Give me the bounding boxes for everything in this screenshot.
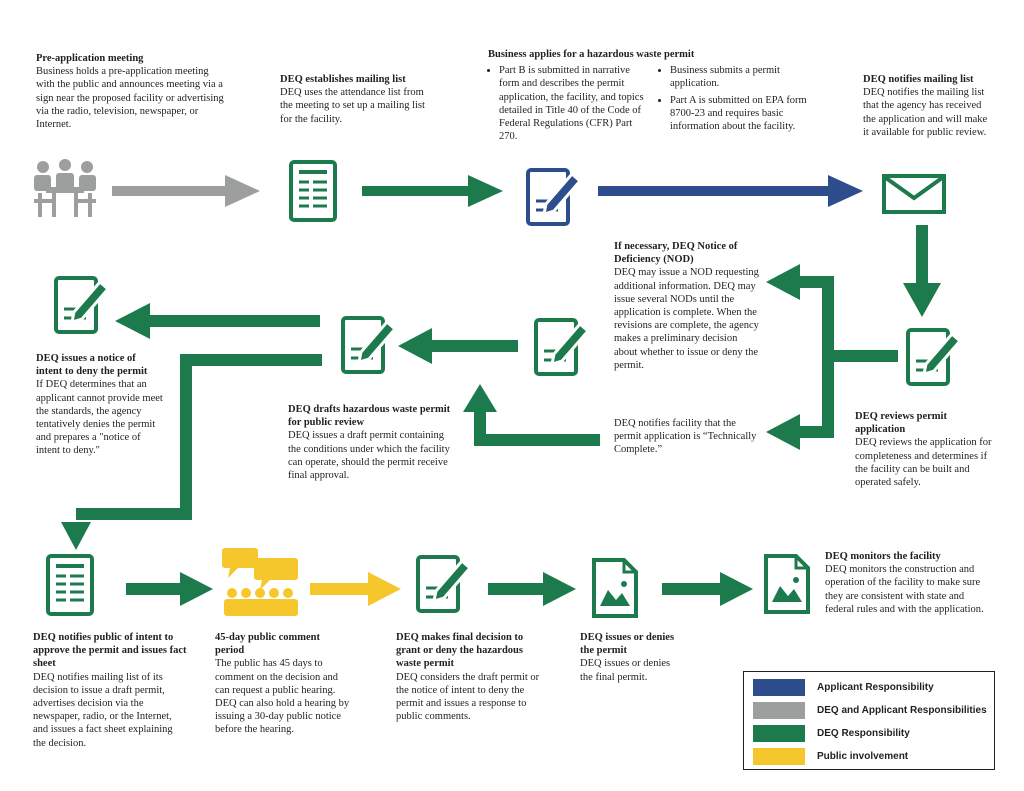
list-document-icon [46,554,94,616]
document-pen-icon [534,318,590,376]
legend-item-shared: DEQ and Applicant Responsibilities [753,702,987,719]
document-pen-icon [54,276,110,334]
step-drafts: DEQ drafts hazardous waste permit for pu… [288,403,458,482]
arrow-drafts-to-public-notice [61,354,322,550]
technically-complete-note: DEQ notifies facility that the permit ap… [614,418,757,456]
arrow-notifies-to-reviews [903,225,941,317]
legend-item-deq: DEQ Responsibility [753,725,910,742]
step-body: DEQ may issue a NOD requesting additiona… [614,267,759,371]
arrow-drafts-to-deny [115,303,320,339]
step-body: DEQ reviews the application for complete… [855,437,992,489]
arrow-complete-to-drafts [463,384,600,446]
step-body: The public has 45 days to comment on the… [215,658,350,736]
arrow-final-to-issues [488,572,576,606]
legend-label: Applicant Responsibility [817,682,934,693]
step-body: Business holds a pre-application meeting… [36,66,224,131]
step-deny: DEQ issues a notice of intent to deny th… [36,352,164,458]
arrow-preapp-to-mailing [112,175,260,207]
legend-label: DEQ Responsibility [817,728,910,739]
legend-swatch [753,679,805,696]
legend-item-public: Public involvement [753,748,908,765]
step-title: DEQ issues a notice of intent to deny th… [36,353,148,378]
step-title: DEQ notifies mailing list [863,74,974,85]
step-body: DEQ issues a draft permit containing the… [288,430,450,482]
step-reviews: DEQ reviews permit application DEQ revie… [855,410,995,489]
legend-label: DEQ and Applicant Responsibilities [817,705,987,716]
legend-label: Public involvement [817,751,909,762]
arrow-issues-to-monitors [662,572,753,606]
bullet-item: Business submits a permit application. [670,64,818,90]
step-preapp: Pre-application meeting Business holds a… [36,52,226,131]
step-applies: Business applies for a hazardous waste p… [488,48,818,146]
list-document-icon [289,160,337,222]
step-title: Pre-application meeting [36,53,144,64]
legend-swatch [753,748,805,765]
step-title: If necessary, DEQ Notice of Deficiency (… [614,241,738,266]
step-nod: If necessary, DEQ Notice of Deficiency (… [614,240,762,372]
step-issues: DEQ issues or denies the permit DEQ issu… [580,631,675,684]
document-pen-icon [341,316,397,374]
legend-swatch [753,702,805,719]
bullet-item: Part B is submitted in narrative form an… [499,64,645,143]
step-body: DEQ issues or denies the final permit. [580,658,671,683]
step-title: DEQ monitors the facility [825,551,941,562]
step-notifies: DEQ notifies mailing list DEQ notifies t… [863,73,993,139]
legend-item-applicant: Applicant Responsibility [753,679,934,696]
meeting-icon [34,159,96,217]
legend-swatch [753,725,805,742]
step-comment: 45-day public comment period The public … [215,631,350,737]
arrow-applies-to-notifies [598,175,863,207]
bullets-left: Part B is submitted in narrative form an… [488,64,645,146]
step-body: DEQ monitors the construction and operat… [825,564,984,615]
step-title: Business applies for a hazardous waste p… [488,49,695,60]
step-title: DEQ makes final decision to grant or den… [396,632,524,670]
step-body: DEQ notifies the mailing list that the a… [863,87,988,138]
legend: Applicant Responsibility DEQ and Applica… [743,671,995,770]
arrow-nod-to-drafts [398,328,518,364]
arrow-reviews-loop [766,264,898,450]
arrow-comment-to-final [310,572,401,606]
step-body: DEQ uses the attendance list from the me… [280,87,425,125]
step-title: DEQ issues or denies the permit [580,632,675,657]
document-pen-icon [526,168,582,226]
step-monitors: DEQ monitors the facility DEQ monitors t… [825,550,995,616]
step-title: DEQ establishes mailing list [280,74,406,85]
document-pen-icon [416,555,472,613]
arrow-public-notice-to-comment [126,572,213,606]
step-body: DEQ notifies mailing list of its decisio… [33,671,173,749]
bullet-item: Part A is submitted on EPA form 8700-23 … [670,94,818,134]
step-title: DEQ reviews permit application [855,411,947,436]
step-body: If DEQ determines that an applicant cann… [36,379,163,457]
document-pen-icon [906,328,962,386]
step-final: DEQ makes final decision to grant or den… [396,631,541,723]
envelope-icon [882,174,946,214]
step-public-notice: DEQ notifies public of intent to approve… [33,631,188,750]
bullets-right: Business submits a permit application. P… [659,64,818,146]
permit-image-icon [764,554,810,614]
arrow-mailing-to-applies [362,175,503,207]
step-title: DEQ drafts hazardous waste permit for pu… [288,404,451,429]
permit-image-icon [592,558,638,618]
step-mailing: DEQ establishes mailing list DEQ uses th… [280,73,430,126]
step-title: DEQ notifies public of intent to approve… [33,632,187,670]
public-speech-icon [222,548,298,616]
step-body: DEQ considers the draft permit or the no… [396,671,540,723]
step-title: 45-day public comment period [215,632,320,657]
step-nod-note: DEQ notifies facility that the permit ap… [614,417,764,457]
